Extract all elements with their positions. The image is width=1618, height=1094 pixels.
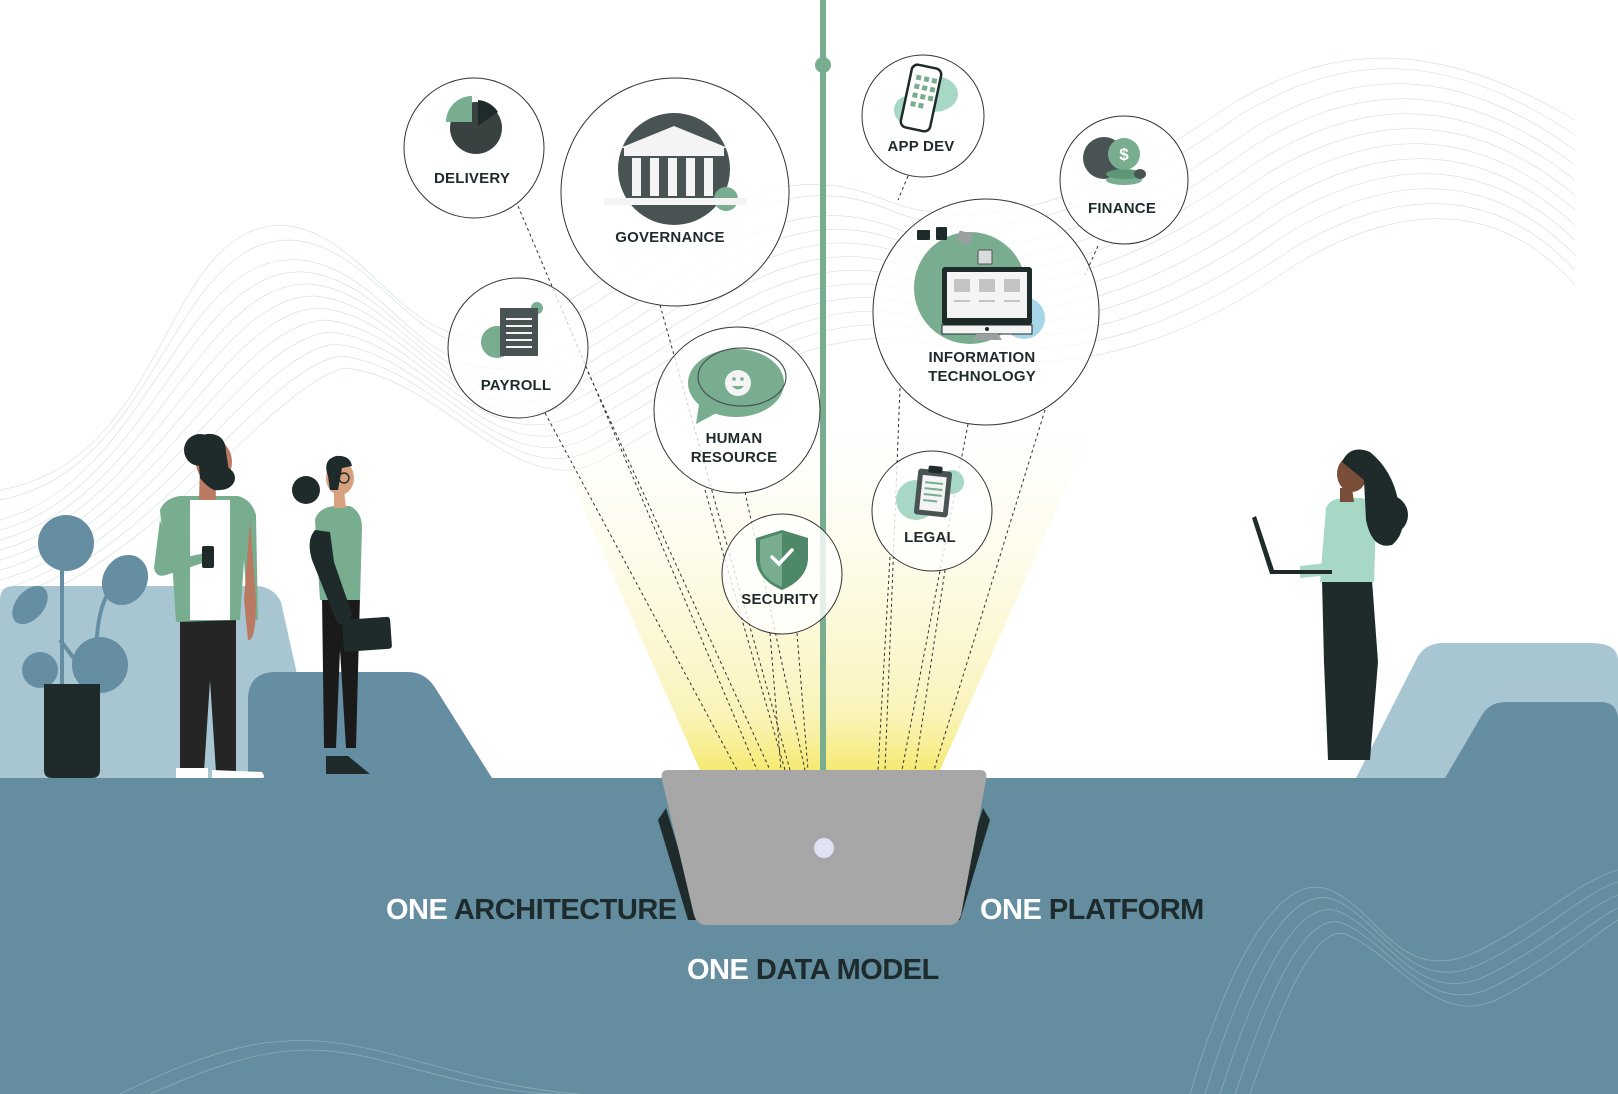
document-icon <box>481 302 543 358</box>
tagline-datamodel-one: ONE <box>687 954 749 986</box>
laptop-logo <box>814 838 834 858</box>
connector-security <box>769 632 782 771</box>
connector-hr <box>704 489 786 771</box>
node-legal-label: LEGAL <box>904 529 956 546</box>
bank-building-icon <box>604 113 746 225</box>
node-it-label-line2: TECHNOLOGY <box>928 368 1036 385</box>
node-delivery-label: DELIVERY <box>434 170 510 187</box>
person-man <box>154 433 264 778</box>
pie-chart-icon <box>446 96 502 154</box>
connector-security-2 <box>796 632 809 771</box>
hill-right-front <box>1445 702 1618 778</box>
connector-appdev <box>897 175 909 201</box>
connector-it <box>884 387 901 771</box>
tagline-architecture-one: ONE <box>386 894 448 926</box>
ground-waves <box>119 869 1618 1094</box>
node-security: SECURITY <box>721 513 843 635</box>
clipboard-icon <box>896 465 964 520</box>
tagline-one-data-model: ONE DATA MODEL <box>687 954 939 987</box>
node-payroll: PAYROLL <box>447 277 589 419</box>
node-payroll-label: PAYROLL <box>481 377 552 394</box>
node-hr-label-line1: HUMAN <box>706 430 763 447</box>
node-human-resource: HUMAN RESOURCE <box>653 326 821 494</box>
tagline-one-platform: ONE PLATFORM <box>980 894 1204 927</box>
computer-monitor-icon <box>914 227 1045 344</box>
hill-left-front <box>248 672 492 778</box>
dollar-coin-icon: $ <box>1083 137 1146 185</box>
node-finance: $ FINANCE <box>1059 115 1189 245</box>
tagline-one-architecture: ONE ARCHITECTURE <box>386 894 677 927</box>
tagline-architecture-word: ARCHITECTURE <box>453 894 677 926</box>
laptop <box>658 770 990 925</box>
tagline-datamodel-word: DATA MODEL <box>755 954 939 986</box>
node-security-label: SECURITY <box>741 591 818 608</box>
tagline-platform-one: ONE <box>980 894 1042 926</box>
svg-text:$: $ <box>1119 145 1129 164</box>
node-hr-label-line2: RESOURCE <box>691 449 778 466</box>
shield-check-icon <box>756 530 808 590</box>
node-app-dev: APP DEV <box>861 54 985 178</box>
node-governance-label: GOVERNANCE <box>615 229 725 246</box>
smartphone-icon <box>894 63 958 133</box>
node-governance: GOVERNANCE <box>560 77 790 307</box>
node-legal: LEGAL <box>871 450 993 572</box>
connector-payroll-2 <box>587 371 771 771</box>
node-information-technology: INFORMATION TECHNOLOGY <box>872 198 1100 426</box>
node-delivery: DELIVERY <box>403 77 545 219</box>
node-finance-label: FINANCE <box>1088 200 1156 217</box>
connector-it-3 <box>933 409 1046 771</box>
potted-plant <box>12 515 149 778</box>
connector-legal-2 <box>914 569 946 771</box>
center-pole <box>815 0 831 770</box>
node-app-dev-label: APP DEV <box>888 138 955 155</box>
person-woman-right <box>1252 449 1408 760</box>
chat-smiley-icon <box>688 347 787 424</box>
connector-payroll <box>544 412 738 771</box>
person-woman-left <box>292 455 392 774</box>
node-it-label-line1: INFORMATION <box>929 349 1036 366</box>
connector-it-2 <box>901 423 969 771</box>
tagline-platform-word: PLATFORM <box>1048 894 1204 926</box>
